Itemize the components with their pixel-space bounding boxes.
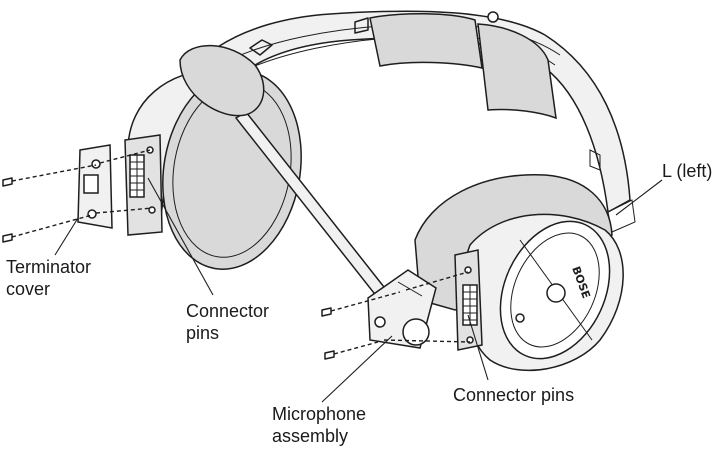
label-microphone-line1: Microphone xyxy=(272,404,367,424)
label-terminator-cover: Terminator cover xyxy=(6,256,91,300)
microphone-screws xyxy=(321,271,471,360)
right-earcup: BOSE xyxy=(414,174,624,372)
leader-lines xyxy=(54,177,663,403)
headband-cushion xyxy=(369,12,557,120)
label-connector-pins-right: Connector pins xyxy=(453,385,575,405)
microphone-assembly xyxy=(367,269,437,349)
label-left-side: L (left) xyxy=(662,161,713,181)
terminator-cover xyxy=(77,144,113,229)
label-connector-left-line1: Connector xyxy=(186,301,270,321)
label-microphone-assembly: Microphone assembly xyxy=(272,403,366,447)
label-terminator-line1: Terminator xyxy=(6,257,92,277)
connector-pins-right xyxy=(462,284,478,326)
label-connector-left-line2: pins xyxy=(186,323,220,343)
terminator-screws xyxy=(2,149,153,243)
label-terminator-line2: cover xyxy=(6,279,51,299)
connector-pins-left xyxy=(129,154,145,198)
label-connector-pins-left: Connector pins xyxy=(186,300,269,344)
label-microphone-line2: assembly xyxy=(272,426,349,446)
